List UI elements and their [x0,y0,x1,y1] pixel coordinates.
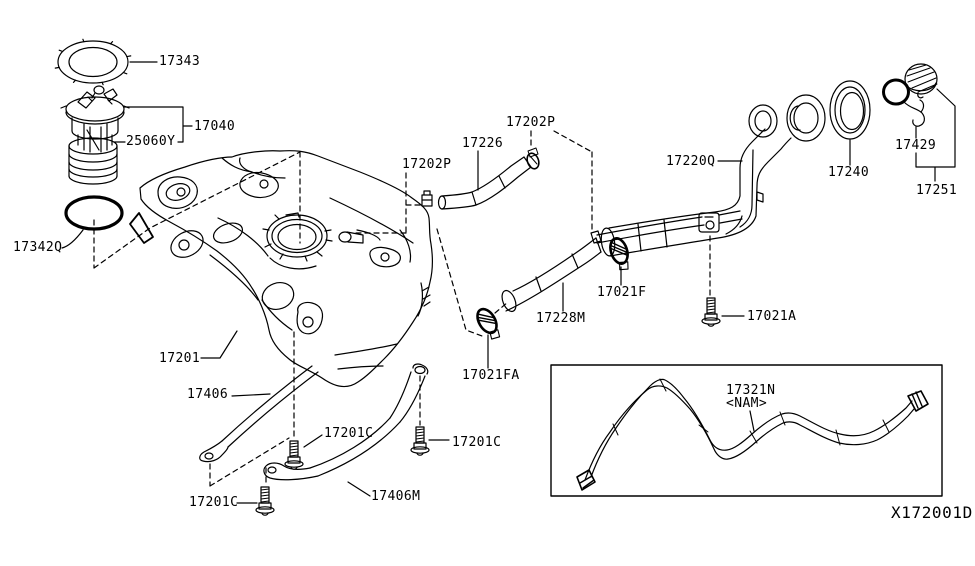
part-label-17201C-b: 17201C [452,435,502,450]
part-label-17202P-b: 17202P [506,115,556,130]
cap-tether-drawing [884,80,925,138]
filler-hose-drawing [499,238,601,313]
part-label-25060Y: 25060Y [126,134,176,149]
part-label-17240: 17240 [828,165,870,180]
part-label-17251: 17251 [916,183,958,198]
part-label-17040: 17040 [194,119,236,134]
inset-box [551,365,942,496]
part-label-17321N-note: <NAM> [726,396,768,411]
grommet-drawing [830,81,870,165]
part-label-17201: 17201 [159,351,201,366]
vent-hose-drawing [439,151,532,209]
fuel-pump-module-drawing [61,86,192,184]
part-label-17021F: 17021F [597,285,647,300]
fuel-tank-drawing [130,151,432,387]
vent-connector-drawing [422,191,432,206]
part-label-17021A: 17021A [747,309,797,324]
part-label-17228M: 17228M [536,311,586,326]
lock-ring-drawing [55,39,157,84]
part-label-17342Q: 17342Q [13,240,63,255]
o-ring-drawing [62,197,122,248]
part-label-17226: 17226 [462,136,504,151]
part-label-17406M: 17406M [371,489,421,504]
part-label-17202P-a: 17202P [402,157,452,172]
part-label-17220Q: 17220Q [666,154,716,169]
hose-clamp-lower-drawing [472,304,506,368]
part-label-17201C-a: 17201C [324,426,374,441]
filler-bolt-drawing [701,297,744,327]
tank-strap-front-drawing [200,366,318,462]
part-label-17201C-c: 17201C [189,495,239,510]
part-label-17406: 17406 [187,387,229,402]
hose-clamp-small-drawing [525,148,541,170]
tank-strap-rear-drawing [264,364,428,496]
drawing-code: X172001D [891,503,973,522]
hose-clamp-upper-drawing [606,234,635,285]
projection-lines [94,131,710,486]
filler-pipe-drawing [591,95,825,257]
part-label-17321N: 17321N [726,383,776,398]
strap-bolt-drawing [237,426,449,516]
part-label-17429: 17429 [895,138,937,153]
part-label-17021FA: 17021FA [462,368,520,383]
part-label-17343: 17343 [159,54,201,69]
